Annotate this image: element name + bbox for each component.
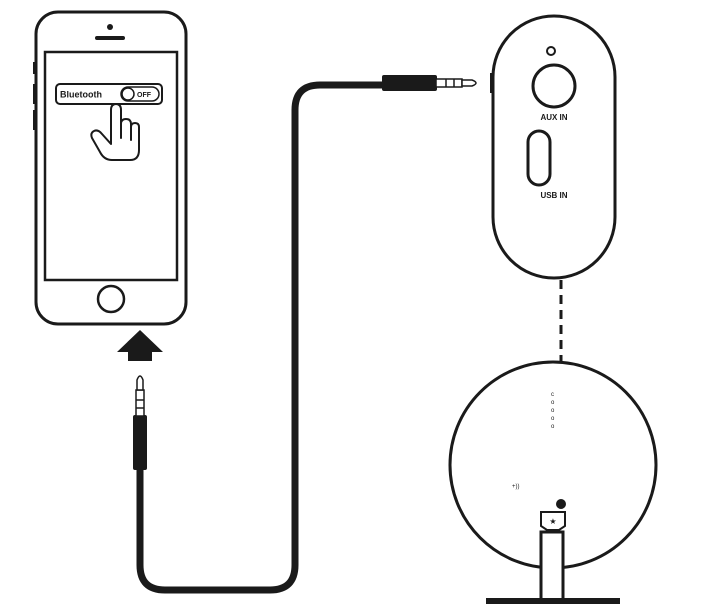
- aux-in-label: AUX IN: [540, 113, 567, 122]
- speaker-side-label: o: [551, 400, 555, 406]
- usb-in-port[interactable]: [526, 129, 552, 187]
- phone: Bluetooth OFF: [33, 10, 188, 326]
- receiver-led: [546, 46, 556, 56]
- phone-side-button: [33, 84, 36, 104]
- speaker-mount-clip: ★: [540, 511, 566, 531]
- phone-side-button: [33, 110, 36, 130]
- speaker-side-label: c: [551, 392, 554, 398]
- home-button[interactable]: [96, 284, 126, 314]
- phone-earpiece: [95, 36, 125, 40]
- bluetooth-label: Bluetooth: [60, 90, 102, 100]
- speaker-side-label: o: [551, 416, 555, 422]
- audio-plug-phone-end: [133, 375, 147, 470]
- toggle-knob: [121, 87, 135, 101]
- aux-in-port[interactable]: [531, 63, 577, 109]
- speaker-port-dot: [556, 499, 566, 509]
- speaker-stand-base: [486, 598, 620, 604]
- speaker-side-label: o: [551, 408, 555, 414]
- bluetooth-receiver: AUX IN USB IN: [491, 14, 617, 280]
- aux-cable: [133, 75, 477, 594]
- phone-camera: [107, 24, 113, 30]
- receiver-body: [491, 14, 617, 280]
- usb-in-label: USB IN: [540, 191, 567, 200]
- bluetooth-setting-row[interactable]: Bluetooth OFF: [55, 83, 163, 105]
- bluetooth-toggle[interactable]: OFF: [120, 86, 160, 102]
- svg-text:★: ★: [549, 517, 556, 526]
- arrow-up-icon: [117, 330, 163, 361]
- toggle-state-label: OFF: [137, 92, 152, 99]
- audio-plug-receiver-end: [382, 75, 477, 91]
- phone-side-button: [33, 62, 36, 74]
- cable-wire: [136, 81, 385, 594]
- speaker-side-label: o: [551, 424, 555, 430]
- speaker-stand-pole: [539, 530, 565, 602]
- speaker-indicator-text: +)): [512, 484, 520, 490]
- speaker: c o o o o +)) ★: [448, 360, 658, 604]
- speaker-side-controls: c o o o o: [551, 392, 555, 430]
- hand-pointer-icon: [90, 103, 140, 161]
